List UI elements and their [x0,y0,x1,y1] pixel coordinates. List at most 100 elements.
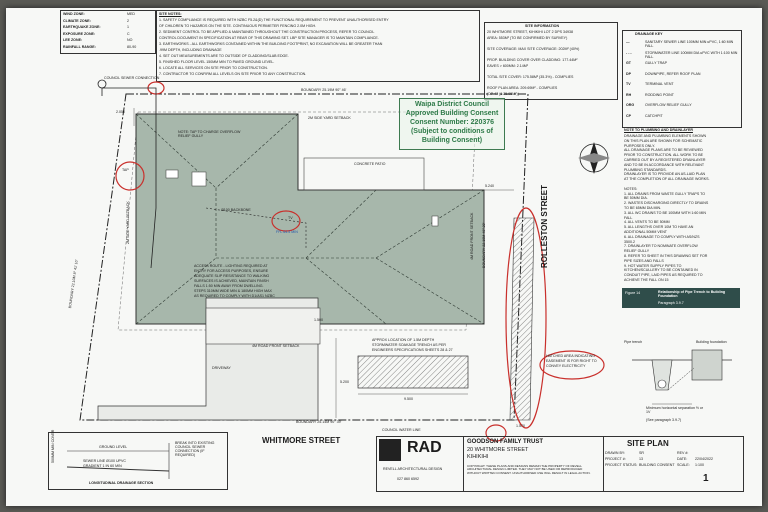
drainage-note-line: 3500.2 [624,239,635,244]
patio-label: CONCRETE PATIO [354,162,386,166]
pipe-trench-diagram [632,349,732,405]
drainage-note-line: 4. ALL VENTS TO BE 50MM [624,220,670,225]
site-note-line: 1. SAFETY COMPLIANCE IS REQUIRED WITH NZ… [159,18,389,22]
front-setback-bottom-label: 4M ROAD FRONT SETBACK [252,344,300,348]
street-right-label: ROLLESTON STREET [540,185,549,268]
site-plan-drawing [79,79,610,442]
setback-line [117,111,477,331]
site-note-line: 6. LOCATE ALL SERVICES ON SITE PRIOR TO … [159,66,268,70]
site-info-title: SITE INFORMATION [525,24,560,28]
site-note-line: OF CHILDREN TO HAZARDS ON THE SITE. CONT… [159,24,317,28]
site-info-line: AREA: 553M² (TO BE CONFIRMED BY SURVEY) [487,35,568,40]
figure-paragraph: Paragraph 3.9.7 [658,301,684,305]
section-sewer: SEWER LINE Ø100 UPVC [83,459,126,463]
drainage-note-line: ACHIEVE THE FALL ON 15 [624,278,669,282]
hatched-note-3: CONVEY ELECTRICITY [546,364,586,368]
ffl-label: FFL 64.5 MIN [276,230,298,234]
access-note-6: STEPS 310MM WIDE MIN & 180MM HIGH MAX [194,289,272,293]
site-note-line: .99M DEPTH, INCLUDING DRAINAGE [159,48,222,52]
drainage-note-line: CONDUIT PIPE, LAID PIPES AS REQUIRED TO [624,273,703,278]
drainage-key-desc: TERMINAL VENT [645,82,674,86]
wind-row-label: LEE ZONE: [63,38,83,43]
site-notes: SITE NOTES: 1. SAFETY COMPLIANCE IS REQU… [156,10,480,82]
address-line1: 20 WHITMORE STREET [467,447,529,453]
tap-note: NOTE: TAP TO CHARGE OVERFLOW RELIEF GULL… [178,130,241,139]
tv-label: TV [288,216,293,220]
stamp-line5: Building Consent) [421,137,483,144]
section-title: LONGITUDINAL DRAINAGE SECTION [89,481,154,485]
stamp-line3: Consent Number: 220376 [409,119,495,126]
wind-row-label: CLIMATE ZONE: [63,18,91,23]
site-info-line: PROP. BUILDING COVER OVER CLADDING: 177.… [487,58,578,62]
wind-row-value: MED [127,12,135,16]
backbone-label: Ø100 BACKBONE [221,208,251,212]
dim-1500: 1.500 [314,318,323,322]
drainage-key-desc: CATCHPIT [645,113,663,118]
drainage-note-line: ALL DRAINAGE PLANS ARE TO BE REVIEWED [624,148,703,153]
site-note-line: 3. EARTHWORKS - ALL EARTHWORKS CONTAINED… [159,42,383,46]
drainage-note-line: 6. ALL DRAINAGE TO COMPLY WITH AS/NZS [624,234,700,239]
trench-note-1: APPROX LOCATION OF 1.5M DEPTH [372,338,435,342]
drainage-note-line: 3. ALL WC DRAINS TO BE 100MM WITH 1:60 M… [624,210,707,215]
access-path [205,307,321,345]
section-gradient: GRADIENT 1 IN 60 MIN [83,464,122,468]
sheet-title: SITE PLAN [627,439,669,448]
drainage-note-line: TO BE 65MM DIA MIN. [624,206,662,210]
drainage-note-line: PLUMBING STANDARDS. [624,167,667,172]
longitudinal-section: 500MM MIN COVER GROUND LEVEL SEWER LINE … [48,430,228,490]
wind-row-value: NO [127,38,133,43]
drainage-key-title: DRAINAGE KEY [635,32,663,36]
see-paragraph-label: (See paragraph 3.9.7) [646,418,682,422]
access-note-1: ACCESS ROUTE - LIGHTING REQUIRED AT [194,264,268,268]
dim-2050: 2.050 [116,110,125,114]
wind-row-value: 1 [127,25,129,30]
drainage-note-line: NOTES: [624,186,638,191]
dim-1570: 1.570 [516,424,525,428]
soakage-trench [357,355,469,389]
drainage-note-line: ON THIS PLAN ARE SHOWN FOR SCHEMATIC [624,138,703,143]
hatched-note-1: HATCHED AREA INDICATING [546,354,595,358]
stamp-line2: Approved Building Consent [405,110,499,117]
drainage-note-line: RELIEF GULLY [624,249,650,254]
drainage-note-line: 1. ALL DRAINS FROM WASTE GULLY TRAPS TO [624,191,706,196]
stamp-line4: (Subject to conditions of [410,128,494,135]
revision-cloud-easement [505,207,547,429]
drainage-note-line: 5. ALL LENGTHS OVER 10M TO HAVE AN [624,225,694,230]
drainage-key-code: — [626,40,630,44]
project-value: 13 [639,457,643,461]
wind-row-label: RAINFALL RANGE: [63,45,96,49]
drainage-key-code: CP [626,113,631,118]
site-info-line: 20 WHITMORE STREET, KIHIKIHI LOT 2 DPS 3… [487,30,574,34]
drainage-key-desc: RODDING POINT [645,92,674,97]
figure-number: Figure 14 [625,291,641,295]
drainage-note-line: 2. WASTES DISCHARGING DIRECTLY TO DRAINS [624,201,709,206]
concrete-patio [303,157,425,191]
council-sewer-label: COUNCIL SEWER CONNECTION [104,76,160,80]
address-line2: KIHIKIHI [467,454,489,460]
company-name: REVELL ARCHITECTURAL DESIGN [383,467,443,471]
rev-label: REV #: [677,451,689,455]
date-value: 22/04/2022 [695,457,713,461]
title-block: RAD REVELL ARCHITECTURAL DESIGN 027 860 … [376,436,744,492]
section-ground: GROUND LEVEL [99,445,128,449]
drawn-by-label: DRAWN BY: [605,451,626,455]
pipe-trench-label: Pipe trench [624,340,643,344]
drawn-by-value: SR [639,451,644,455]
drainage-key-code: RH [626,92,632,97]
access-note-7: AS REQUIRED TO COMPLY WITH D1/AS1 NZBC [194,294,275,298]
drainage-note-line: AT THE COMPLETION OF ALL DRAINAGE WORKS. [624,177,710,182]
drainage-key: DRAINAGE KEY —SANITARY SEWER LINE 100MM … [622,30,742,128]
drainage-note-line: DRAINLAYER IS TO PROVIDE AN AS-LAID PLAN [624,172,706,177]
drainage-note-line: PRIOR TO CONSTRUCTION. ALL WORK TO BE [624,153,704,158]
status-value: BUILDING CONSENT [639,463,675,467]
copyright-note: COPYRIGHT: THESE PLANS AND DESIGNS REMAI… [467,464,591,475]
hatched-note-2: EASEMENT IS FOR RIGHT TO [546,359,597,363]
company-phone: 027 860 6592 [397,477,419,481]
date-label: DATE: [677,457,688,461]
sheet-number: 1 [703,473,709,484]
drainage-key-code: TV [626,82,631,86]
site-note-line: CONTROL DOCUMENT IN SPECIFICATION AT REA… [159,36,379,40]
status-label: PROJECT STATUS: [605,463,638,467]
